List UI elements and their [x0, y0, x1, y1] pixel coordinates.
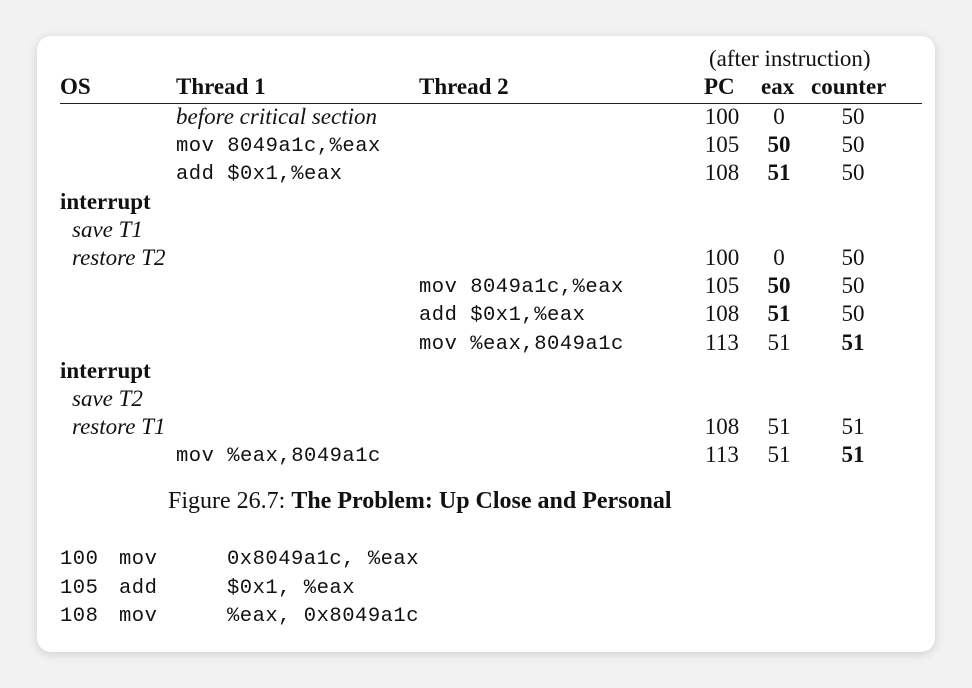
code-args: $0x1, %eax — [227, 577, 356, 600]
header-eax: eax — [761, 74, 795, 99]
pc-cell: 113 — [705, 330, 739, 355]
code-args: %eax, 0x8049a1c — [227, 605, 420, 628]
eax-cell: 51 — [767, 301, 791, 326]
os-cell: interrupt — [60, 358, 151, 383]
header-pc: PC — [704, 74, 735, 99]
code-address: 108 — [60, 605, 99, 628]
pc-cell: 108 — [704, 414, 740, 439]
pc-cell: 100 — [704, 245, 740, 270]
eax-cell: 51 — [767, 160, 791, 185]
os-cell: restore T1 — [72, 414, 166, 439]
thread2-cell: mov %eax,8049a1c — [419, 333, 624, 356]
pc-cell: 108 — [704, 160, 740, 185]
code-address: 100 — [60, 548, 99, 571]
eax-cell: 50 — [767, 273, 791, 298]
counter-cell: 50 — [841, 245, 865, 270]
pc-cell: 105 — [704, 132, 740, 157]
counter-cell: 51 — [841, 414, 865, 439]
thread2-cell: add $0x1,%eax — [419, 304, 586, 327]
code-args: 0x8049a1c, %eax — [227, 548, 420, 571]
eax-cell: 50 — [767, 132, 791, 157]
thread2-cell: mov 8049a1c,%eax — [419, 276, 624, 299]
caption-prefix: Figure 26.7: — [168, 488, 286, 514]
code-opcode: mov — [119, 548, 158, 571]
counter-cell: 50 — [841, 301, 865, 326]
thread1-cell: add $0x1,%eax — [176, 163, 343, 186]
pc-cell: 108 — [704, 301, 740, 326]
eax-cell: 51 — [767, 414, 791, 439]
os-cell: interrupt — [60, 189, 151, 214]
os-cell: save T1 — [72, 217, 143, 242]
eax-cell: 51 — [767, 442, 791, 467]
code-address: 105 — [60, 577, 99, 600]
os-cell: restore T2 — [72, 245, 166, 270]
thread1-cell: before critical section — [176, 104, 377, 129]
thread1-cell: mov 8049a1c,%eax — [176, 135, 381, 158]
pc-cell: 100 — [704, 104, 740, 129]
counter-cell: 50 — [841, 160, 865, 185]
after-instruction-label: (after instruction) — [709, 46, 871, 71]
eax-cell: 51 — [767, 330, 791, 355]
caption-title: The Problem: Up Close and Personal — [291, 488, 672, 514]
counter-cell: 51 — [841, 330, 865, 355]
code-opcode: add — [119, 577, 158, 600]
counter-cell: 50 — [841, 273, 865, 298]
thread1-cell: mov %eax,8049a1c — [176, 445, 381, 468]
eax-cell: 0 — [773, 104, 785, 129]
header-counter: counter — [811, 74, 887, 99]
os-cell: save T2 — [72, 386, 143, 411]
figure-caption: Figure 26.7: The Problem: Up Close and P… — [168, 488, 672, 515]
figure-card — [37, 36, 935, 652]
counter-cell: 51 — [841, 442, 865, 467]
pc-cell: 105 — [704, 273, 740, 298]
counter-cell: 50 — [841, 132, 865, 157]
header-thread2: Thread 2 — [419, 74, 509, 99]
counter-cell: 50 — [841, 104, 865, 129]
pc-cell: 113 — [705, 442, 739, 467]
header-rule — [60, 103, 922, 104]
eax-cell: 0 — [773, 245, 785, 270]
header-os: OS — [60, 74, 91, 99]
code-opcode: mov — [119, 605, 158, 628]
header-thread1: Thread 1 — [176, 74, 266, 99]
